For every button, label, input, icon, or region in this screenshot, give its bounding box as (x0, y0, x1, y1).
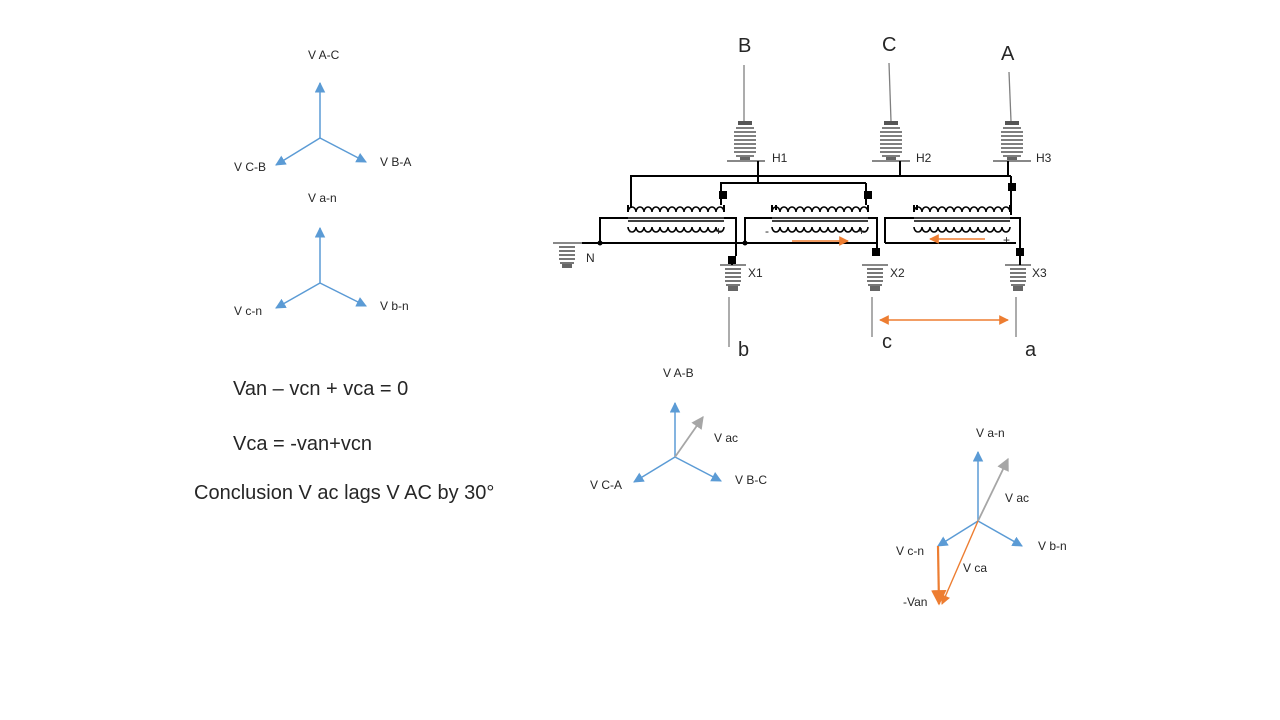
label-v-ac: V ac (714, 431, 738, 445)
phasor-diagram-lv-sum: V a-n V c-n V b-n V ac V ca -Van (896, 426, 1067, 609)
phasor-arrow-v-b-n (319, 282, 367, 307)
phase-label-c-lv: c (882, 331, 892, 353)
label-v-c-n: V c-n (234, 304, 262, 318)
bushing-n (553, 242, 582, 268)
bushing-label-x2: X2 (890, 266, 905, 280)
label-neg-van: -Van (903, 595, 927, 609)
equation-kvl: Van – vcn + vca = 0 (233, 378, 408, 400)
polarity-dot-h2 (864, 191, 872, 199)
polarity-minus-3: - (916, 224, 920, 238)
phasor-arrow-neg-van (931, 545, 947, 606)
phase-label-a-lv: a (1025, 339, 1037, 361)
lead-a-hv (1008, 71, 1012, 122)
polarity-minus-1: - (629, 224, 633, 238)
bushing-label-x3: X3 (1032, 266, 1047, 280)
bushing-h3 (993, 121, 1031, 162)
polarity-plus-3: + (1003, 233, 1010, 247)
bushing-label-h1: H1 (772, 151, 788, 165)
coil-set-1 (627, 206, 725, 233)
label-v-a-c: V A-C (308, 48, 340, 62)
phasor-diagram-hv-top: V A-C V C-B V B-A (234, 48, 411, 174)
phasor-arrow-v-b-c (674, 456, 722, 482)
phasor-arrow-v-b-a (319, 137, 367, 163)
phasor-arrow-v-c-b (275, 137, 321, 166)
lv-winding-wiring (558, 217, 1021, 256)
bushing-label-h2: H2 (916, 151, 932, 165)
polarity-dot-x1 (728, 256, 736, 264)
phasor-arrow-v-c-n-sum (937, 520, 979, 547)
polarity-minus-2: - (765, 224, 769, 238)
polarity-dot-h3 (1008, 183, 1016, 191)
bushing-h1 (727, 121, 765, 162)
hv-coil-ends (627, 205, 1011, 212)
label-v-ac-sum: V ac (1005, 491, 1029, 505)
transformer-schematic: B C A (553, 34, 1052, 361)
label-v-a-n: V a-n (308, 191, 337, 205)
phase-label-c-hv: C (882, 34, 896, 56)
phasor-diagram-hv-bottom: V A-B V C-A V B-C V ac (590, 366, 767, 492)
bushing-x2 (862, 264, 888, 291)
label-v-c-n-sum: V c-n (896, 544, 924, 558)
phasor-arrow-v-c-n (275, 282, 321, 309)
neutral-label: N (586, 251, 595, 265)
bushing-h2 (872, 121, 910, 162)
phase-label-b-lv: b (738, 339, 749, 361)
label-v-b-a: V B-A (380, 155, 411, 169)
label-v-a-n-sum: V a-n (976, 426, 1005, 440)
phasor-arrow-v-ac-sum (977, 457, 1009, 522)
phasor-arrow-v-ca (941, 520, 979, 605)
hv-winding-wiring (630, 161, 1012, 215)
equation-vca: Vca = -van+vcn (233, 433, 372, 455)
label-v-ca: V ca (963, 561, 987, 575)
phasor-arrow-v-b-n-sum (977, 520, 1023, 547)
phasor-arrow-v-ac (674, 415, 704, 458)
label-v-c-b: V C-B (234, 160, 266, 174)
phasor-arrow-v-c-a (633, 456, 676, 483)
phase-label-b-hv: B (738, 35, 751, 57)
polarity-plus-2: + (858, 224, 865, 238)
phase-label-a-hv: A (1001, 43, 1015, 65)
bushing-label-h3: H3 (1036, 151, 1052, 165)
label-v-b-c: V B-C (735, 473, 767, 487)
coil-set-2 (771, 206, 869, 233)
label-v-b-n-sum: V b-n (1038, 539, 1067, 553)
lead-c-hv (888, 62, 892, 122)
conclusion-text: Conclusion V ac lags V AC by 30° (194, 482, 494, 504)
coil-set-3 (913, 206, 1011, 233)
bushing-label-x1: X1 (748, 266, 763, 280)
label-v-b-n: V b-n (380, 299, 409, 313)
polarity-plus-1: + (715, 224, 722, 238)
label-v-a-b: V A-B (663, 366, 694, 380)
phasor-diagram-lv-top: V a-n V c-n V b-n (234, 191, 409, 318)
bushing-x3 (1005, 264, 1031, 291)
bushing-x1 (720, 264, 746, 291)
polarity-dot-h1 (719, 191, 727, 199)
label-v-c-a: V C-A (590, 478, 622, 492)
